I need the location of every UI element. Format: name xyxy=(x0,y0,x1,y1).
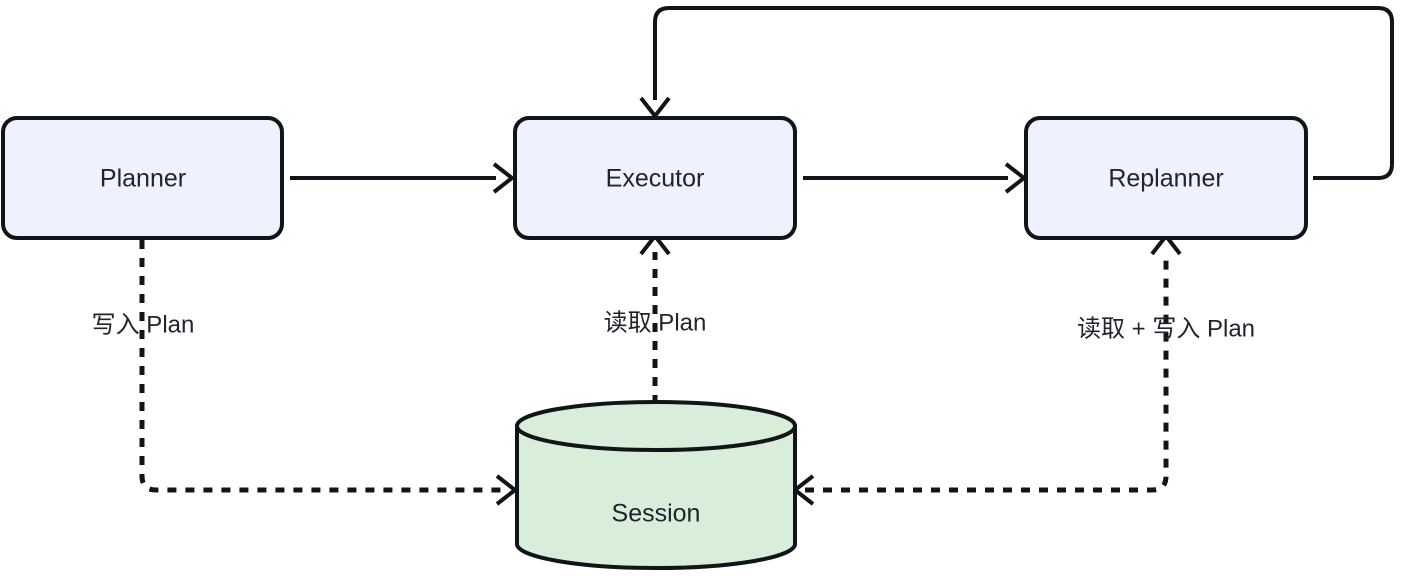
node-session-label: Session xyxy=(612,500,701,528)
node-planner-shape[interactable] xyxy=(1,116,284,240)
edge-line xyxy=(805,252,1169,493)
edge-planner-to-session xyxy=(139,240,519,506)
edge-label-write-plan: 写入 Plan xyxy=(92,311,195,338)
node-session-store[interactable]: Session xyxy=(515,400,797,570)
node-planner-label: Planner xyxy=(100,165,186,193)
node-executor-shape[interactable] xyxy=(513,116,797,240)
node-replanner[interactable]: Replanner xyxy=(1024,116,1308,240)
node-replanner-label: Replanner xyxy=(1108,165,1223,193)
node-executor-label: Executor xyxy=(606,165,705,193)
edge-label-read-write-plan: 读取 + 写入 Plan xyxy=(1077,315,1255,342)
node-session-top-ellipse xyxy=(515,400,797,452)
edge-line xyxy=(139,240,505,493)
node-planner[interactable]: Planner xyxy=(1,116,284,240)
arrowhead-icon xyxy=(1004,162,1028,194)
edge-label-read-plan: 读取 Plan xyxy=(604,309,707,336)
node-session-body[interactable] xyxy=(515,424,797,570)
edge-session-to-replanner xyxy=(791,232,1182,506)
node-executor[interactable]: Executor xyxy=(513,116,797,240)
edge-line xyxy=(653,6,1394,180)
arrowhead-icon xyxy=(639,96,671,120)
arrowhead-icon xyxy=(492,162,516,194)
node-replanner-shape[interactable] xyxy=(1024,116,1308,240)
edge-planner-to-executor xyxy=(290,162,516,194)
edge-executor-to-replanner xyxy=(803,162,1028,194)
